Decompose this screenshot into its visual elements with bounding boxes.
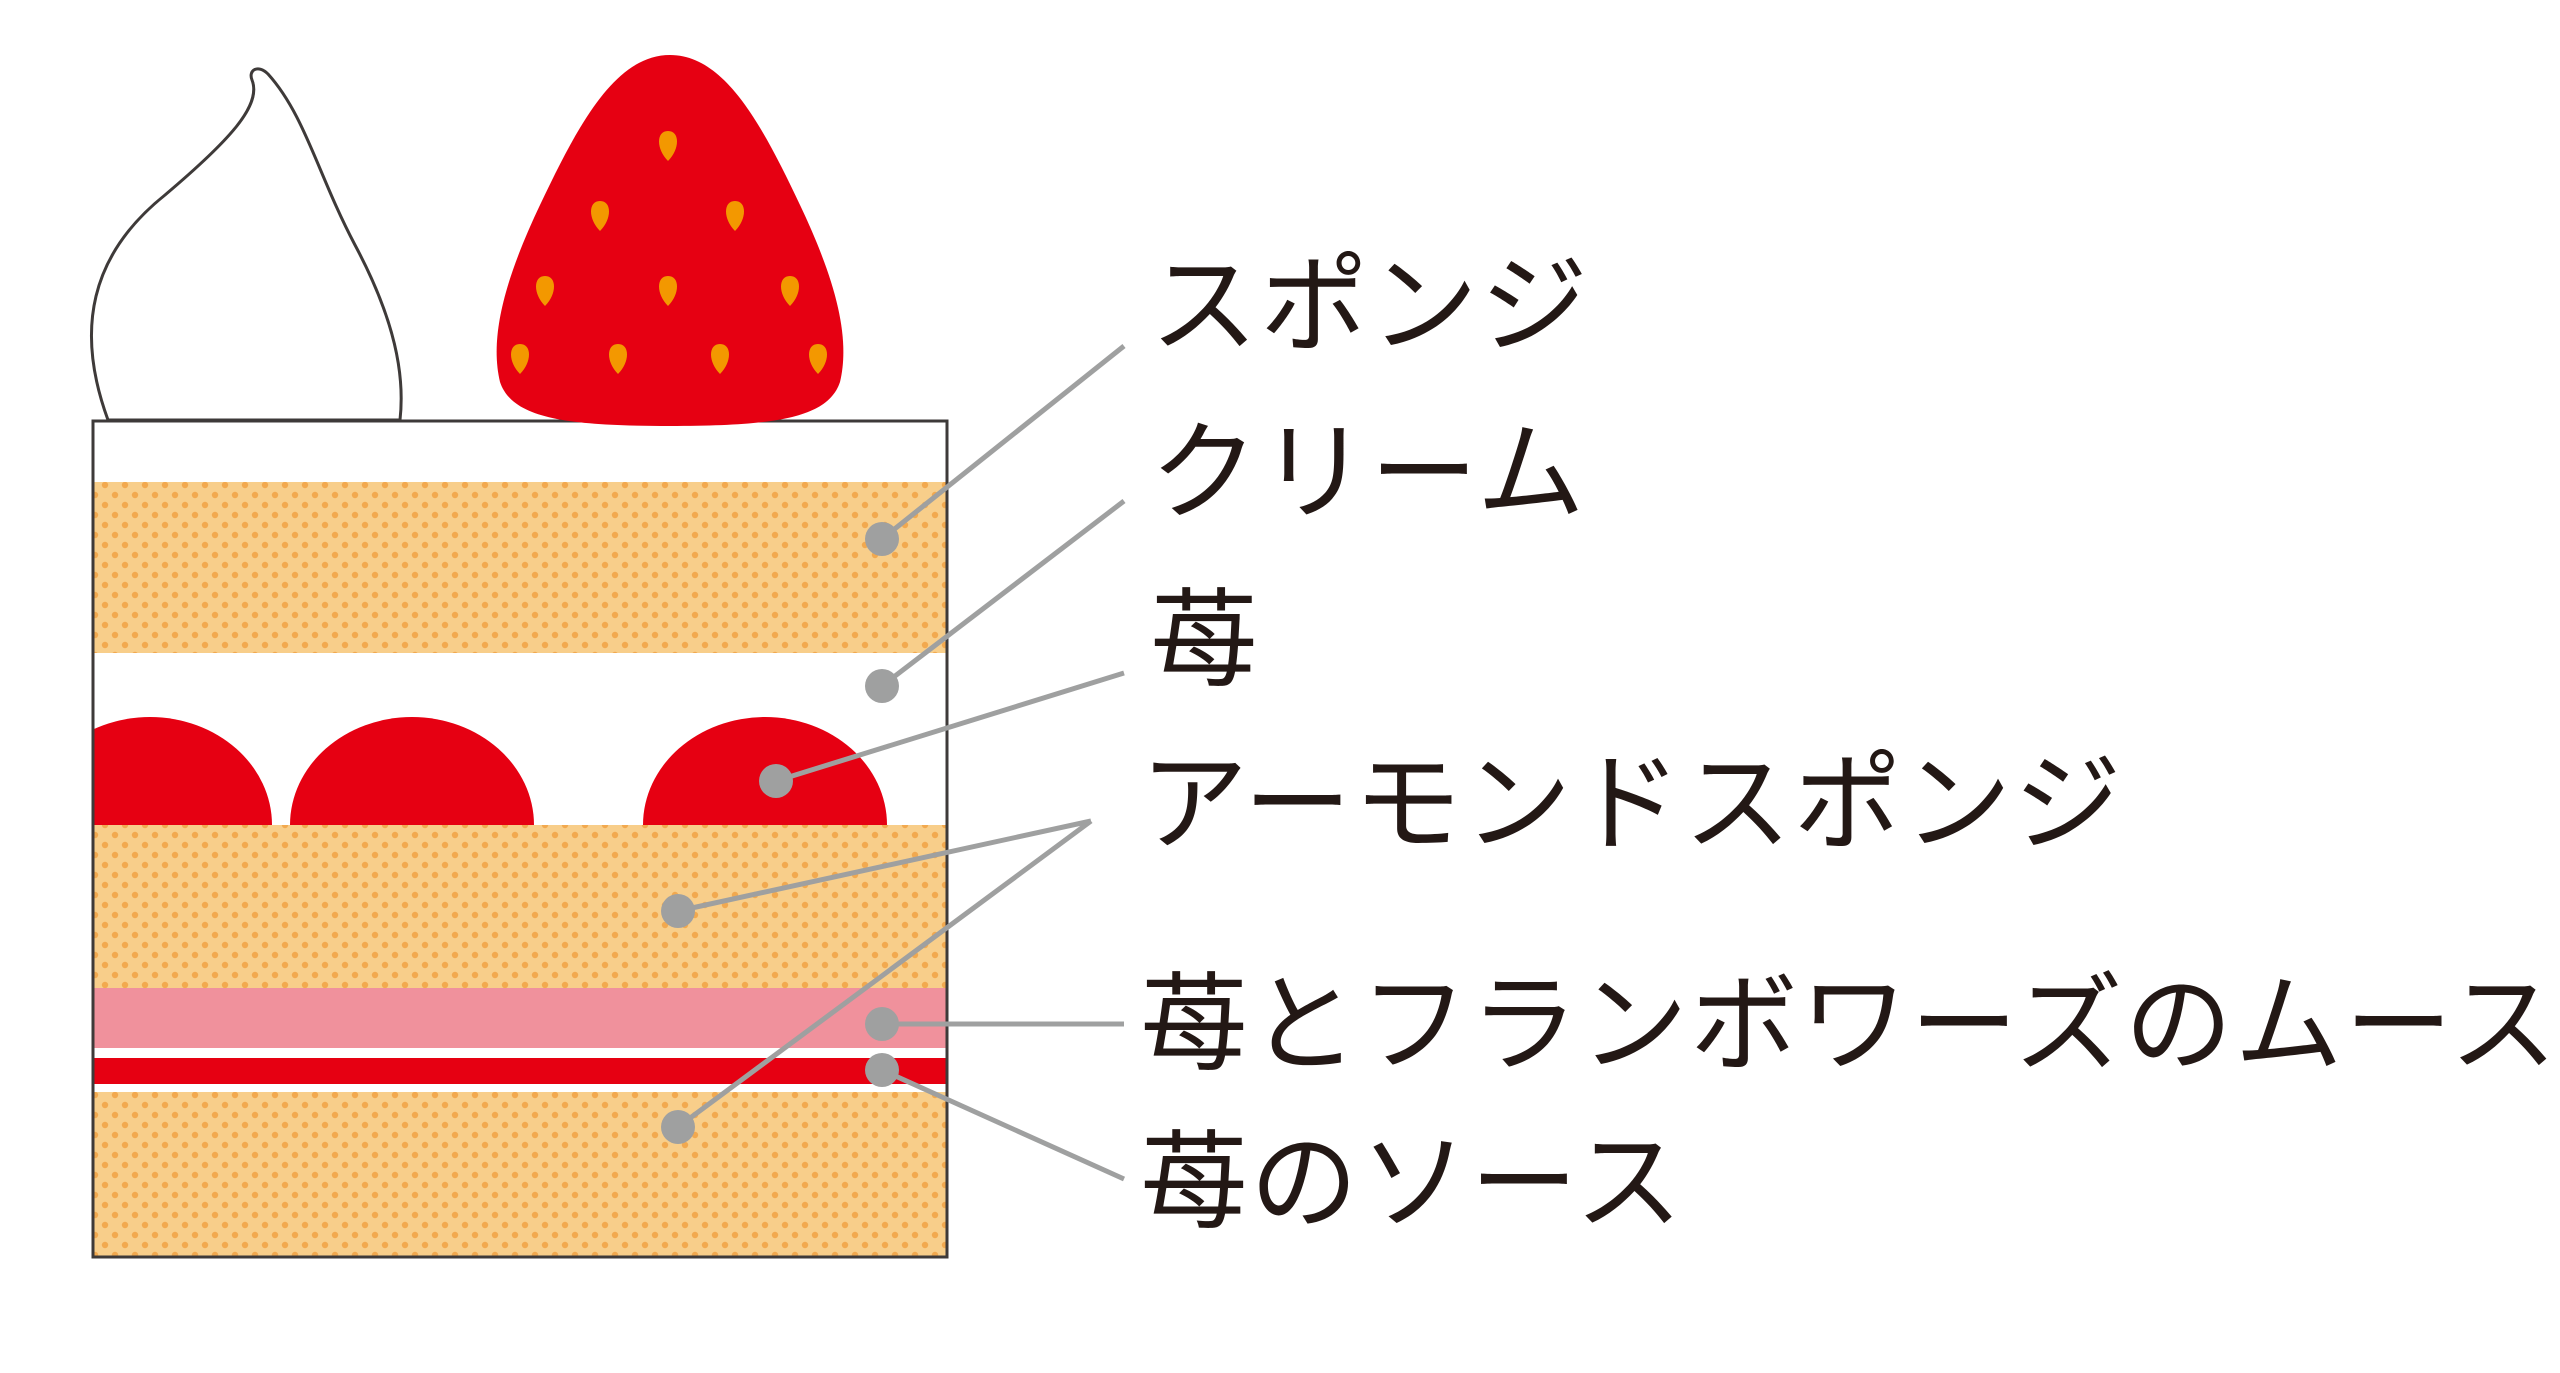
- leader-dots: [661, 522, 899, 1144]
- whipped-cream-dollop: [90, 67, 403, 422]
- leader-dot-strawberry: [759, 764, 793, 798]
- leader-dot-almond-upper: [661, 894, 695, 928]
- leader-dot-sauce: [865, 1053, 899, 1087]
- leader-line-cream: [880, 499, 1126, 688]
- label-almond-sponge: アーモンドスポンジ: [1140, 742, 2124, 867]
- strawberry-body: [496, 55, 844, 426]
- leader-dot-mousse: [865, 1007, 899, 1041]
- label-sponge: スポンジ: [1150, 244, 1591, 369]
- leader-dot-sponge: [865, 522, 899, 556]
- leader-line-strawberry: [775, 670, 1125, 784]
- almond-sponge-layer: [93, 825, 947, 988]
- separator: [93, 1048, 947, 1058]
- cake-cross-section: [93, 421, 947, 1257]
- leader-line-sauce: [880, 1067, 1126, 1182]
- leader-lines: [676, 344, 1126, 1182]
- strawberry-topper: [496, 55, 844, 426]
- top-white-band: [93, 421, 947, 482]
- separator: [93, 1084, 947, 1092]
- mousse-layer: [93, 988, 947, 1048]
- leader-dot-almond-lower: [661, 1110, 695, 1144]
- leader-line-almond-upper: [677, 818, 1092, 914]
- sauce-layer: [93, 1058, 947, 1084]
- bottom-sponge-layer: [93, 1092, 947, 1257]
- leader-line-sponge: [880, 344, 1126, 541]
- leader-dot-cream: [865, 669, 899, 703]
- label-cream: クリーム: [1150, 411, 1587, 536]
- label-mousse: 苺とフランボワーズのムース: [1140, 963, 2560, 1088]
- leader-line-almond-lower: [676, 818, 1093, 1130]
- sponge-layer: [93, 482, 947, 653]
- cake-outline: [91, 419, 949, 1259]
- label-sauce: 苺のソース: [1140, 1121, 1685, 1246]
- label-strawberry: 苺: [1150, 579, 1261, 704]
